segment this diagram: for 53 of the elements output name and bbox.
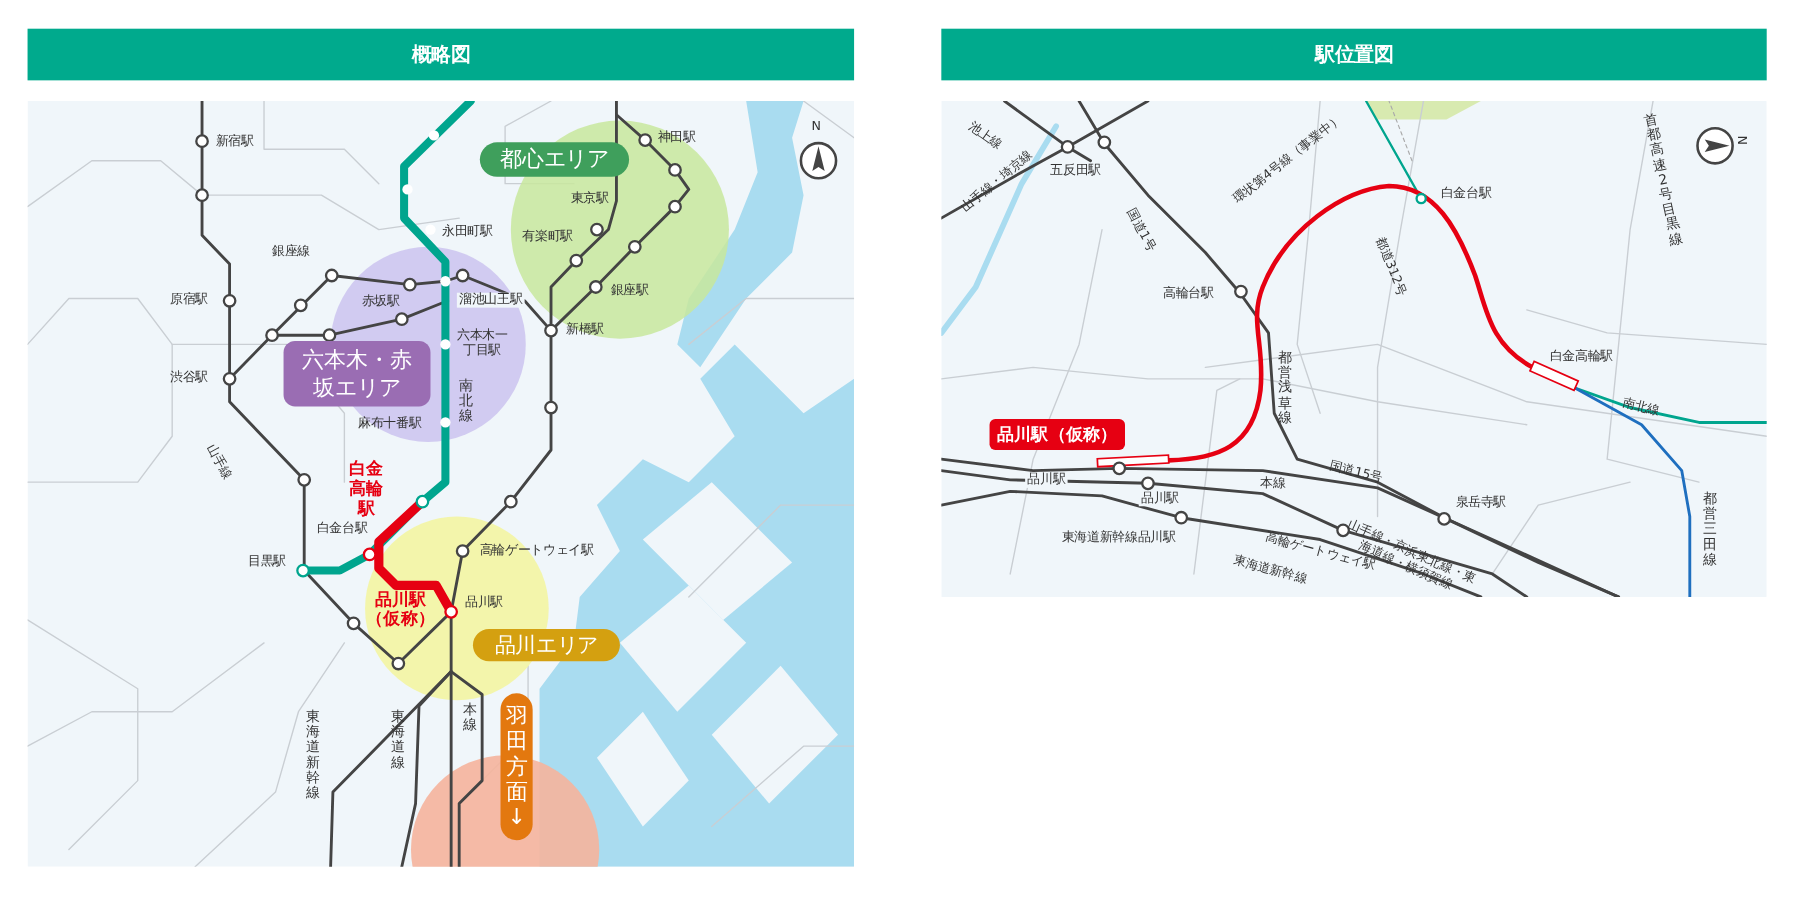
station-name: 東海道新幹線品川駅 <box>1061 530 1176 545</box>
line-name: 南北線 <box>458 378 474 425</box>
station-name: 白金高輪駅 <box>348 459 385 519</box>
station-name: 品川駅 <box>1025 472 1068 488</box>
road-name: 環状第4号線（事業中） <box>1230 112 1346 207</box>
road-name: 首都高速2号目黒線 <box>1641 111 1685 249</box>
station-name: 神田駅 <box>657 130 696 146</box>
line-name: 銀座線 <box>272 244 310 260</box>
station-name: 五反田駅 <box>1050 164 1101 179</box>
station-tag: 品川駅（仮称） <box>989 419 1125 450</box>
station-name: 有楽町駅 <box>522 229 573 245</box>
station-name: 新宿駅 <box>215 134 254 149</box>
line-name: 本線 <box>462 702 478 733</box>
line-name: 東海道新幹線 <box>1231 553 1309 587</box>
station-name: 永田町駅 <box>441 225 493 240</box>
station-name: 高輪ゲートウェイ駅 <box>479 544 594 559</box>
station-name: 麻布十番駅 <box>358 416 422 432</box>
station-name: 東京駅 <box>570 191 609 207</box>
station-name: 目黒駅 <box>247 554 286 569</box>
road-name: 国道1号 <box>1123 206 1159 254</box>
station-name: 白金台駅 <box>1440 187 1492 202</box>
line-name: 山手線 <box>203 441 234 483</box>
line-name: 東海道線 <box>390 709 406 770</box>
station-name: 高輪台駅 <box>1162 287 1214 302</box>
line-name: 南北線 <box>1620 396 1662 420</box>
station-name: 泉岳寺駅 <box>1455 495 1507 511</box>
compass-letter: N <box>1733 135 1749 145</box>
road-name: 都道312号 <box>1372 235 1409 299</box>
line-name: 池上線 <box>965 119 1005 153</box>
line-name: 東海道新幹線 <box>305 709 321 801</box>
station-name: 原宿駅 <box>169 292 208 308</box>
area-badge: 都心エリア <box>479 142 630 177</box>
station-name: 溜池山王駅 <box>456 292 525 308</box>
station-name: 品川駅 <box>464 595 503 611</box>
line-name: 都営浅草線 <box>1277 350 1293 426</box>
line-name: 都営三田線 <box>1702 491 1718 567</box>
station-name: 品川駅 <box>1138 491 1182 506</box>
station-name: 白金台駅 <box>316 521 368 536</box>
direction-badge: 羽田方面↓ <box>500 693 533 841</box>
station-name: 六本木一丁目駅 <box>456 328 508 358</box>
station-name: 渋谷駅 <box>169 370 208 386</box>
line-name: 本線 <box>1260 476 1286 491</box>
compass-letter: N <box>811 119 822 134</box>
area-badge: 六本木・赤坂エリア <box>283 340 431 407</box>
header-bar: 概略図 <box>27 28 855 81</box>
station-name: 白金高輪駅 <box>1549 350 1613 365</box>
station-name: 銀座駅 <box>610 283 649 299</box>
station-name: 品川駅（仮称） <box>365 590 437 630</box>
station-name: 新橋駅 <box>565 322 604 338</box>
station-name: 赤坂駅 <box>361 295 400 310</box>
road-name: 国道15号 <box>1328 459 1384 487</box>
header-bar: 駅位置図 <box>941 28 1767 81</box>
area-badge: 品川エリア <box>472 629 620 662</box>
